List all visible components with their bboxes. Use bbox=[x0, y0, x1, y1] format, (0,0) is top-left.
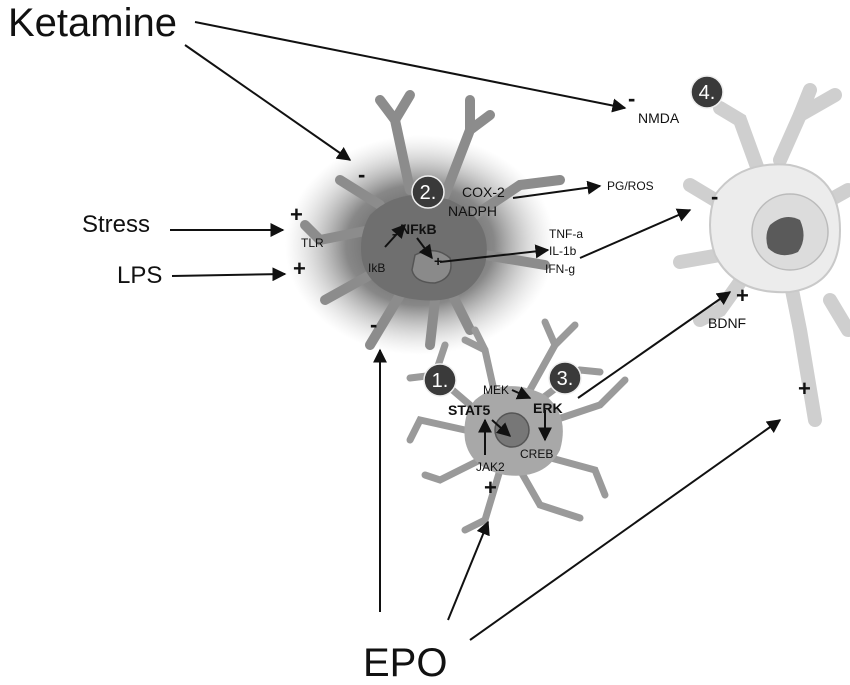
creb-label: CREB bbox=[520, 447, 553, 461]
bdnf-label: BDNF bbox=[708, 315, 746, 331]
lps-label: LPS bbox=[117, 262, 162, 289]
badge-2: 2. bbox=[411, 175, 445, 209]
arrow-epo-astrocyte bbox=[447, 520, 490, 621]
stat5-label: STAT5 bbox=[448, 402, 490, 418]
minus-ketamine-nmda: - bbox=[628, 86, 635, 111]
jak2-label: JAK2 bbox=[476, 460, 505, 474]
astrocyte-cell bbox=[406, 318, 629, 534]
microglia-processes bbox=[300, 90, 565, 350]
arrows bbox=[170, 21, 782, 641]
plus-epo-neuron: + bbox=[798, 376, 811, 401]
arrow-cox2-pgros bbox=[512, 180, 602, 199]
plus-lps: + bbox=[293, 256, 306, 281]
mek-label: MEK bbox=[483, 383, 509, 397]
erk-label: ERK bbox=[533, 400, 563, 416]
ifng-label: IFN-g bbox=[545, 262, 575, 276]
arrow-ketamine-nmda bbox=[194, 21, 627, 113]
epo-label: EPO bbox=[363, 641, 447, 685]
nfkb-label: NFkB bbox=[400, 221, 437, 237]
nadph-label: NADPH bbox=[448, 203, 497, 219]
arrow-nucleus-cytokines bbox=[439, 244, 550, 263]
arrow-epo-neuron bbox=[469, 419, 782, 641]
ikb-label: IkB bbox=[368, 261, 385, 275]
nmda-label: NMDA bbox=[638, 110, 680, 126]
plus-bdnf: + bbox=[736, 283, 749, 308]
tnf-label: TNF-a bbox=[549, 227, 583, 241]
plus-stress: + bbox=[290, 202, 303, 227]
arrow-stat5-nucleus bbox=[491, 419, 512, 437]
minus-neuron: - bbox=[711, 184, 718, 209]
arrow-lps bbox=[171, 267, 287, 282]
arrow-nfkb-nucleus bbox=[416, 237, 433, 260]
arrow-ikb-nfkb bbox=[384, 223, 406, 248]
ketamine-label: Ketamine bbox=[8, 1, 177, 45]
stress-label: Stress bbox=[82, 211, 150, 238]
badge-4: 4. bbox=[690, 75, 724, 109]
minus-epo-microglia: - bbox=[370, 312, 377, 337]
plus-epo-astrocyte: + bbox=[484, 475, 497, 500]
svg-text:1.: 1. bbox=[432, 370, 449, 392]
neuron-nucleus bbox=[766, 216, 804, 256]
minus-ketamine-microglia: - bbox=[358, 162, 365, 187]
plus-nucleus: + bbox=[434, 253, 442, 269]
neuron-processes bbox=[673, 83, 850, 427]
arrow-ketamine-microglia bbox=[184, 44, 352, 161]
tlr-label: TLR bbox=[301, 236, 324, 250]
cox2-label: COX-2 bbox=[462, 184, 505, 200]
astrocyte-nucleus bbox=[494, 412, 530, 448]
il1b-label: IL-1b bbox=[549, 244, 577, 258]
pg-ros-label: PG/ROS bbox=[607, 179, 654, 193]
minus-ikb: - bbox=[392, 227, 396, 241]
arrow-cytokines-neuron bbox=[579, 208, 692, 259]
svg-text:3.: 3. bbox=[557, 368, 574, 390]
microglia-nucleus bbox=[411, 249, 452, 284]
arrow-erk-bdnf bbox=[577, 291, 732, 399]
svg-text:2.: 2. bbox=[420, 182, 437, 204]
neuron-cell bbox=[673, 83, 850, 427]
badge-1: 1. bbox=[423, 363, 457, 397]
arrow-mek-erk bbox=[511, 386, 532, 400]
svg-text:4.: 4. bbox=[699, 82, 716, 104]
badge-3: 3. bbox=[548, 361, 582, 395]
